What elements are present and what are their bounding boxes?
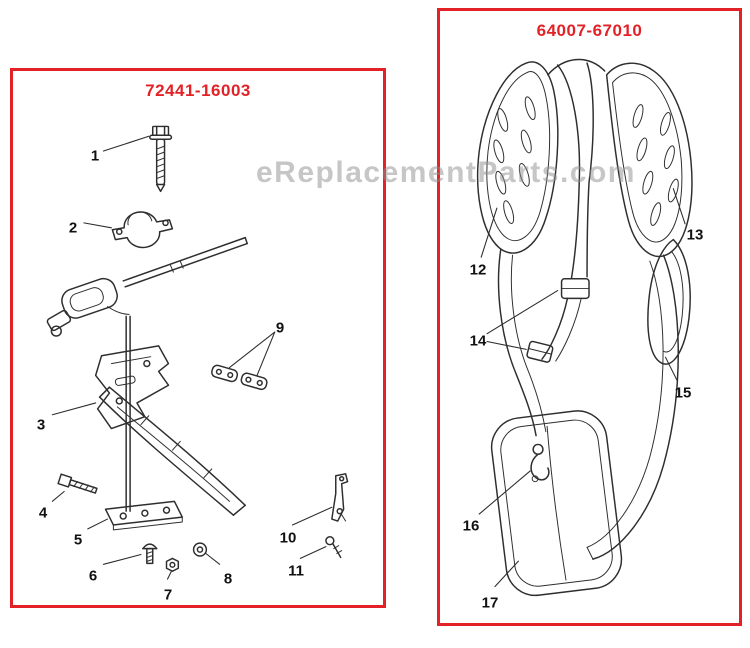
callout-15: 15	[674, 384, 692, 402]
callout-2: 2	[68, 219, 78, 237]
buckles-illustration	[526, 278, 590, 363]
screw-6-illustration	[142, 543, 158, 565]
callout-4: 4	[38, 504, 48, 522]
screw-4-illustration	[57, 473, 98, 494]
diagram-panel-left: 72441-16003	[10, 68, 386, 608]
hook-clip-illustration	[530, 443, 550, 483]
callout-8: 8	[223, 570, 233, 588]
callout-9: 9	[275, 319, 285, 337]
callout-17: 17	[481, 594, 499, 612]
mount-bracket-illustration	[94, 345, 170, 430]
exploded-diagram-illustration	[46, 125, 349, 580]
part-number-title-left: 72441-16003	[145, 81, 251, 100]
back-pad-illustration	[490, 410, 623, 597]
callout-13: 13	[686, 226, 704, 244]
debris-guard-illustration	[98, 386, 246, 516]
callout-16: 16	[462, 517, 480, 535]
callout-5: 5	[73, 531, 83, 549]
callout-14: 14	[469, 332, 487, 350]
left-shoulder-pad-illustration	[476, 61, 559, 254]
center-strap-illustration	[547, 58, 606, 280]
callout-6: 6	[88, 567, 98, 585]
callout-1: 1	[90, 147, 100, 165]
part-number-title-right: 64007-67010	[536, 21, 643, 40]
callout-12: 12	[469, 261, 487, 279]
right-shoulder-pad-illustration	[605, 62, 693, 258]
bolt-illustration	[149, 125, 173, 193]
link-plates-illustration	[211, 364, 268, 391]
callout-11: 11	[288, 562, 304, 580]
plate-illustration	[104, 500, 183, 531]
nut-8-illustration	[192, 542, 208, 557]
clamp-illustration	[111, 211, 174, 249]
callout-3: 3	[36, 416, 46, 434]
nut-7-illustration	[165, 557, 180, 572]
callout-10: 10	[279, 529, 297, 547]
callout-7: 7	[163, 586, 173, 604]
straps-illustration	[497, 248, 679, 560]
drive-shaft-illustration	[46, 236, 248, 337]
diagram-panel-right: 64007-67010	[437, 8, 742, 626]
hip-belt-pad-illustration	[647, 238, 691, 365]
harness-illustration	[476, 58, 693, 597]
bracket-clip-illustration	[331, 473, 349, 522]
screw-11-illustration	[325, 536, 343, 559]
